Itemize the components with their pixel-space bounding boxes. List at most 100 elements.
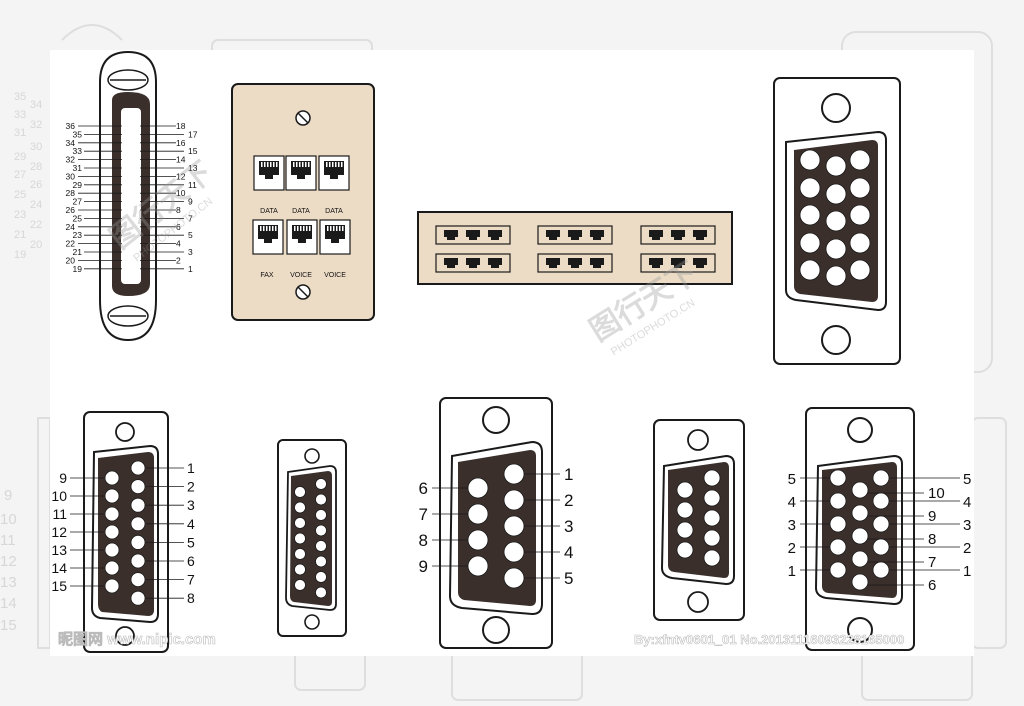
rj45-port-icon: [649, 230, 663, 240]
jack-label-data-3: DATA: [325, 208, 343, 215]
pin-icon: [503, 515, 525, 537]
pin-icon: [703, 549, 721, 567]
jack-label-voice-2: VOICE: [324, 272, 346, 279]
pin-icon: [315, 493, 327, 506]
pin-icon: [851, 527, 869, 545]
pin-icon: [315, 524, 327, 537]
pin-label: 3: [188, 247, 193, 257]
pin-icon: [130, 553, 146, 569]
mount-hole-icon: [847, 617, 873, 643]
svg-text:9: 9: [4, 487, 12, 504]
pin-icon: [130, 479, 146, 495]
pin-icon: [676, 501, 694, 519]
pin-label: 6: [419, 479, 428, 498]
pin-icon: [503, 541, 525, 563]
patch-panel: [417, 211, 733, 285]
pin-icon: [849, 232, 871, 254]
pin-icon: [799, 259, 821, 281]
pin-icon: [104, 488, 120, 504]
pin-icon: [825, 183, 847, 205]
pin-icon: [315, 509, 327, 521]
rj-jack-icon: [285, 155, 317, 191]
pin-label: 4: [963, 494, 971, 511]
svg-text:29: 29: [14, 151, 26, 163]
svg-text:12: 12: [0, 553, 17, 570]
mount-hole-icon: [304, 448, 320, 464]
svg-text:33: 33: [14, 109, 26, 121]
pin-icon: [104, 560, 120, 576]
pin-label: 14: [176, 155, 186, 165]
db15-small-connector: [277, 439, 347, 637]
rj45-port-icon: [488, 258, 502, 268]
pin-icon: [467, 529, 489, 551]
pin-icon: [104, 524, 120, 540]
pin-icon: [315, 555, 327, 568]
pin-label: 26: [66, 205, 76, 215]
pin-label: 28: [66, 188, 76, 198]
pin-icon: [676, 541, 694, 559]
pin-label: 4: [564, 543, 573, 562]
pin-label: 5: [187, 534, 195, 550]
mount-hole-icon: [115, 422, 135, 442]
pin-icon: [294, 563, 306, 576]
pin-label: 3: [788, 517, 796, 534]
rj45-port-icon: [466, 230, 480, 240]
pin-icon: [294, 532, 306, 545]
rj45-port-icon: [444, 258, 458, 268]
pin-label: 15: [51, 578, 67, 594]
pin-label: 24: [66, 222, 76, 232]
pin-icon: [503, 567, 525, 589]
pin-label: 23: [73, 230, 83, 240]
pin-label: 3: [187, 497, 195, 513]
pin-label: 8: [419, 531, 428, 550]
screw-icon: [295, 110, 311, 126]
watermark-credit: By:xfntv0601_01 No.20131116093228165000: [634, 632, 904, 647]
pin-label: 34: [66, 138, 76, 148]
rj-jack-icon: [252, 219, 284, 255]
pin-icon: [849, 149, 871, 171]
pin-icon: [829, 538, 847, 556]
pin-icon: [676, 481, 694, 499]
port-group: [537, 253, 613, 273]
pin-icon: [829, 515, 847, 533]
pin-label: 20: [66, 255, 76, 265]
rj45-port-icon: [546, 258, 560, 268]
pin-label: 31: [73, 163, 83, 173]
rj-jack-icon: [253, 155, 285, 191]
pin-label: 4: [176, 239, 181, 249]
pin-label: 6: [176, 222, 181, 232]
svg-text:28: 28: [30, 161, 42, 173]
mount-hole-icon: [821, 325, 851, 355]
pin-label: 13: [51, 542, 67, 558]
jack-label-voice-1: VOICE: [290, 272, 312, 279]
rj-jack-icon: [286, 219, 318, 255]
svg-text:25: 25: [14, 189, 26, 201]
pin-icon: [849, 177, 871, 199]
pin-label: 22: [66, 239, 76, 249]
pin-label: 8: [928, 531, 936, 548]
pin-label: 21: [73, 247, 83, 257]
pin-icon: [130, 535, 146, 550]
pin-icon: [294, 486, 306, 498]
mount-hole-icon: [687, 591, 709, 613]
rj45-port-icon: [546, 230, 560, 240]
mount-hole-icon: [482, 406, 510, 434]
mount-hole-icon: [304, 614, 320, 630]
pin-icon: [130, 460, 146, 476]
pin-icon: [676, 521, 694, 539]
pin-label: 13: [188, 163, 198, 173]
screw-icon: [295, 284, 311, 300]
pin-icon: [799, 232, 821, 254]
pin-icon: [294, 501, 306, 514]
pin-icon: [825, 238, 847, 260]
pin-icon: [799, 204, 821, 226]
svg-text:24: 24: [30, 199, 42, 211]
pin-icon: [851, 573, 869, 591]
pin-icon: [703, 529, 721, 547]
pin-label: 30: [66, 171, 76, 181]
db9-small-connector: [653, 419, 745, 621]
